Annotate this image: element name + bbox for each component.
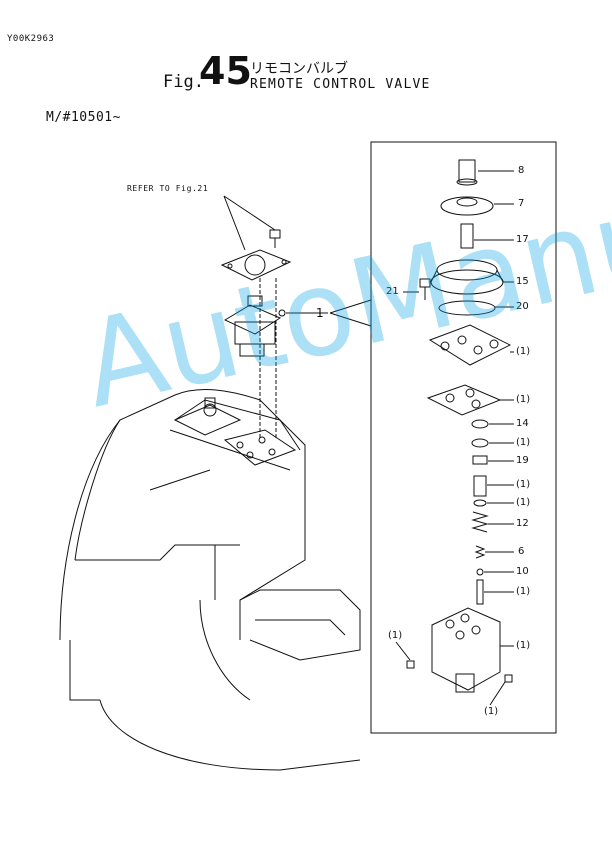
part-label-1-casing: (1) — [516, 346, 531, 357]
part-label-17: 17 — [516, 234, 529, 245]
part-label-19: 19 — [516, 455, 529, 466]
part-leader-lines — [395, 170, 514, 706]
assembly-leader-up — [329, 299, 372, 314]
part-gasket — [426, 384, 502, 416]
part-plate — [440, 196, 494, 216]
part-label-7: 7 — [518, 198, 525, 209]
refer-leader-2 — [223, 195, 276, 231]
upper-gasket — [220, 249, 292, 281]
remote-control-valve-assembly — [223, 295, 286, 357]
model-range: M/#10501~ — [46, 110, 121, 125]
title-japanese: リモコンバルブ — [250, 61, 348, 77]
part-screw-21 — [419, 278, 431, 300]
part-spring-19 — [472, 455, 488, 465]
part-spring-12 — [471, 511, 489, 533]
figure-number: 45 — [199, 49, 252, 93]
part-label-1-plug-left: (1) — [388, 630, 403, 641]
assembly-label: 1 — [316, 306, 324, 320]
part-label-1-body: (1) — [516, 640, 531, 651]
figure-prefix: Fig. — [163, 72, 204, 92]
exploded-view-frame — [370, 141, 557, 734]
part-boot — [430, 259, 504, 295]
part-spring-6 — [474, 545, 486, 559]
part-label-15: 15 — [516, 276, 529, 287]
part-label-1-washer: (1) — [516, 497, 531, 508]
part-label-1-holder: (1) — [516, 437, 531, 448]
part-oring-20 — [438, 300, 496, 316]
part-label-1-plug-right: (1) — [484, 706, 499, 717]
screw-upper — [269, 229, 281, 248]
part-label-8: 8 — [518, 165, 525, 176]
part-label-21: 21 — [386, 286, 399, 297]
part-valve-body — [431, 607, 501, 693]
part-holder — [471, 438, 489, 448]
part-ring-10 — [476, 568, 484, 576]
part-spool — [476, 579, 484, 605]
reference-note: REFER TO Fig.21 — [127, 184, 209, 193]
part-plate-casing — [428, 324, 512, 366]
part-label-1-gasket: (1) — [516, 394, 531, 405]
part-label-20: 20 — [516, 301, 529, 312]
title-english: REMOTE CONTROL VALVE — [250, 77, 431, 92]
part-seal-14 — [471, 419, 489, 429]
assembly-leader-down — [329, 312, 372, 327]
refer-leader-1 — [223, 195, 246, 251]
mounted-valve — [173, 397, 297, 466]
part-push-rod — [473, 475, 487, 497]
part-plug-right — [504, 674, 513, 683]
part-label-1-spool: (1) — [516, 586, 531, 597]
part-label-1-push-rod: (1) — [516, 479, 531, 490]
part-label-14: 14 — [516, 418, 529, 429]
document-code: Y00K2963 — [7, 34, 55, 44]
part-plug-left — [406, 660, 415, 669]
part-pusher — [460, 223, 474, 249]
part-cap — [456, 159, 478, 186]
machine-body-outline — [59, 389, 361, 771]
part-washer — [473, 499, 487, 507]
part-label-10: 10 — [516, 566, 529, 577]
part-label-6: 6 — [518, 546, 525, 557]
part-label-12: 12 — [516, 518, 529, 529]
